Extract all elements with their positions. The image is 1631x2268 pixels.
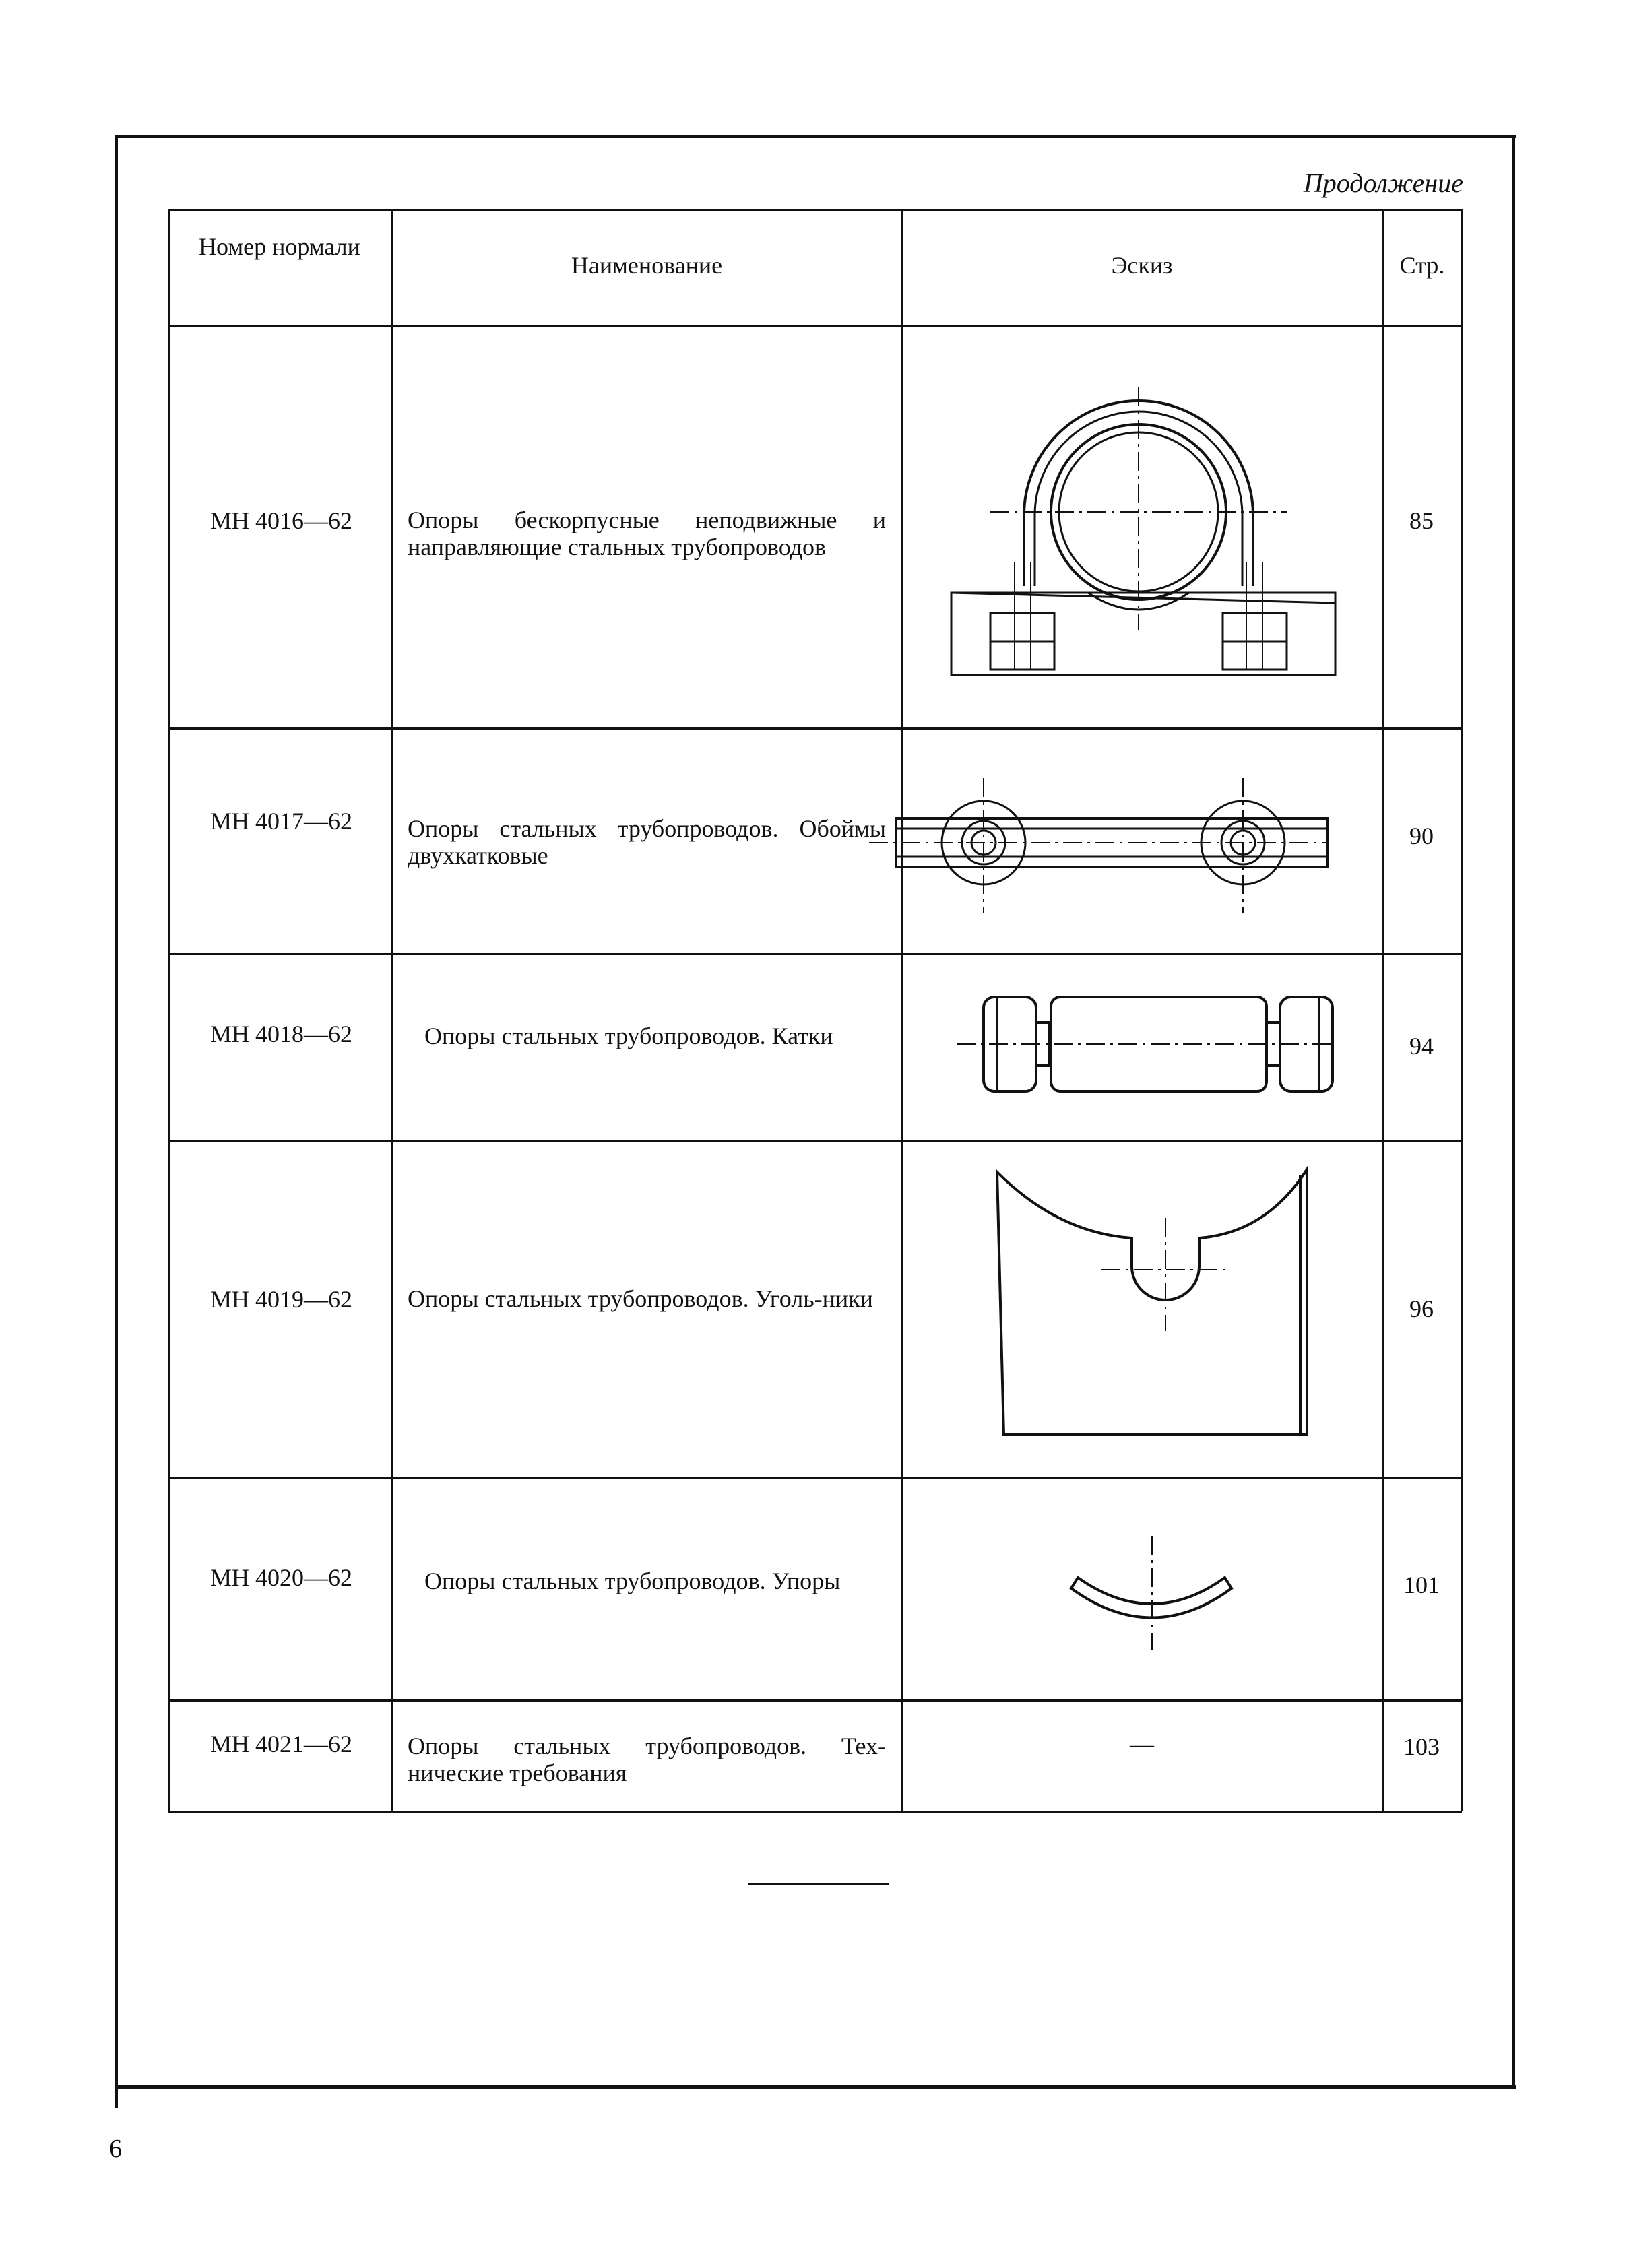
row-number: МН 4020—62	[210, 1564, 353, 1591]
header-page: Стр.	[1399, 252, 1445, 279]
row-divider	[168, 1699, 1462, 1702]
row-divider	[168, 1477, 1462, 1479]
end-rule	[748, 1883, 889, 1885]
row-page: 94	[1409, 1033, 1434, 1060]
row-number: МН 4018—62	[210, 1020, 353, 1047]
column-divider	[901, 209, 903, 1811]
frame-left-border	[115, 135, 118, 2108]
roller-sketch	[957, 996, 1334, 1093]
sketch-placeholder: —	[1130, 1730, 1154, 1757]
frame-bottom-border	[115, 2085, 1516, 2089]
header-bottom-rule	[168, 325, 1462, 327]
page-number: 6	[109, 2135, 122, 2163]
table-right-rule	[1461, 209, 1463, 1811]
row-divider	[168, 1140, 1462, 1142]
header-sketch: Эскиз	[1111, 252, 1173, 279]
continuation-label: Продолжение	[1303, 168, 1463, 198]
column-divider	[391, 209, 393, 1811]
header-number: Номер нормали	[199, 233, 360, 260]
table-bottom-rule	[168, 1811, 1462, 1813]
angle-bracket-sketch	[995, 1165, 1308, 1436]
header-name: Наименование	[571, 252, 723, 279]
row-name: Опоры стальных трубопроводов. Упоры	[424, 1567, 841, 1594]
row-divider	[168, 953, 1462, 955]
row-number: МН 4017—62	[210, 808, 353, 835]
arc-stop-sketch	[1069, 1536, 1234, 1650]
row-page: 101	[1403, 1572, 1440, 1598]
row-page: 90	[1409, 822, 1434, 849]
row-number: МН 4021—62	[210, 1730, 353, 1757]
two-roller-cage-sketch	[869, 778, 1329, 913]
row-name: Опоры стальных трубопроводов. Тех-ническ…	[408, 1732, 886, 1786]
standards-table: Номер нормали Наименование Эскиз Стр. МН…	[168, 209, 1463, 1813]
row-page: 96	[1409, 1295, 1434, 1322]
column-divider	[1382, 209, 1384, 1811]
row-number: МН 4016—62	[210, 507, 353, 534]
row-page: 85	[1409, 507, 1434, 534]
row-divider	[168, 727, 1462, 730]
table-left-rule	[168, 209, 170, 1811]
row-name: Опоры стальных трубопроводов. Катки	[424, 1023, 833, 1049]
row-page: 103	[1403, 1733, 1440, 1760]
row-name: Опоры бескорпусные неподвижные и направл…	[408, 507, 886, 560]
row-name: Опоры стальных трубопроводов. Уголь-ники	[408, 1285, 873, 1312]
pipe-clamp-sketch	[950, 387, 1337, 676]
frame-right-border	[1512, 138, 1515, 2088]
row-name: Опоры стальных трубопроводов. Обоймы дву…	[408, 815, 886, 869]
frame-top-border	[115, 135, 1516, 138]
row-number: МН 4019—62	[210, 1286, 353, 1313]
table-top-rule	[168, 209, 1462, 211]
